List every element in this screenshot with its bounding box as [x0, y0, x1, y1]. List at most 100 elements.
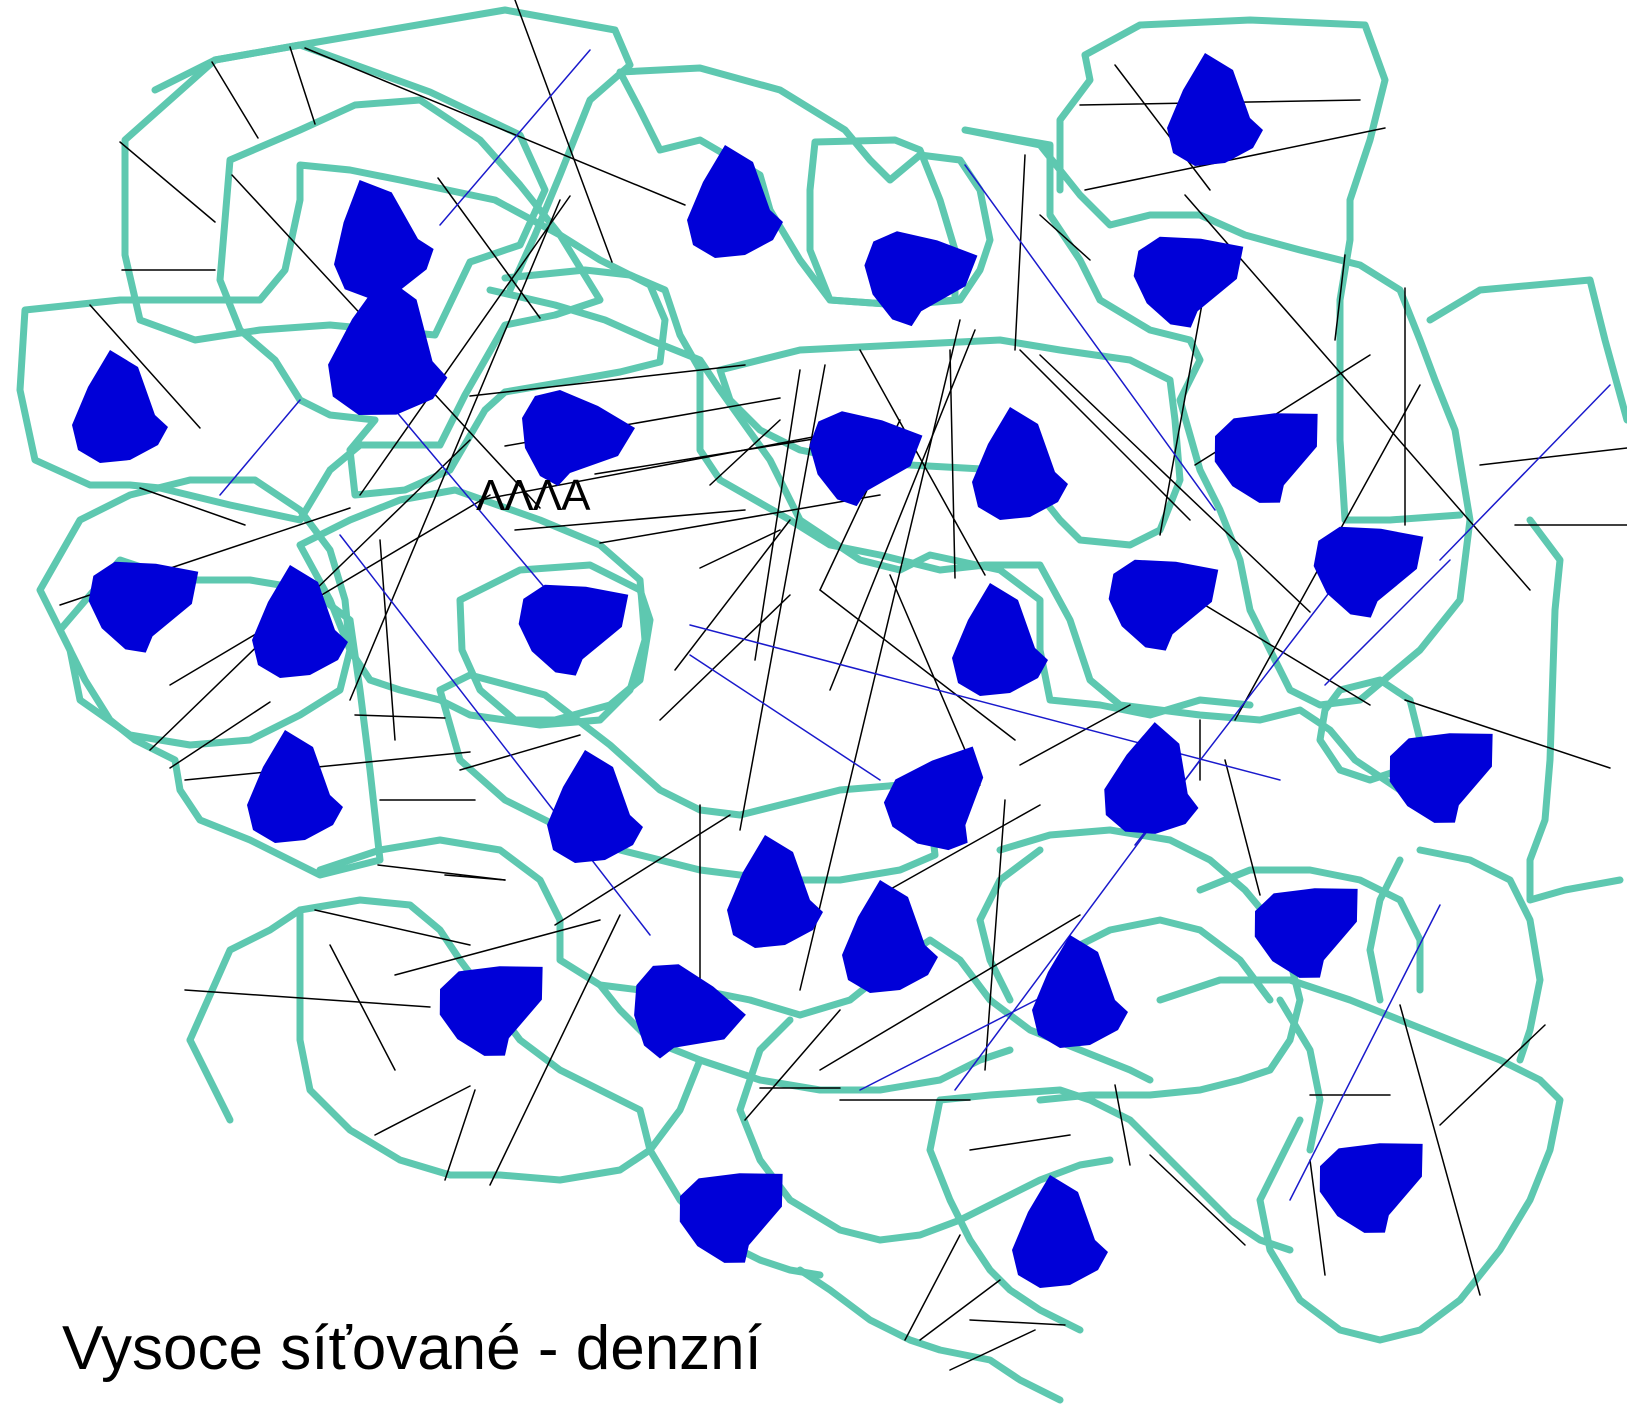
chain-segment [744, 1009, 841, 1121]
chain-segment [1179, 589, 1371, 706]
domain-outline [1276, 996, 1324, 1154]
chain-segment [437, 177, 541, 319]
chain-segment [554, 814, 731, 926]
chain-segment [819, 589, 1016, 741]
particle [1254, 888, 1358, 978]
chain-segment [184, 751, 471, 781]
chain-segment [1019, 349, 1191, 521]
chain-segment [329, 944, 396, 1071]
chain-segment [1114, 64, 1211, 191]
chain-segment [964, 164, 1216, 511]
particle [952, 583, 1048, 696]
diagram-caption: Vysoce síťované - denzní [62, 1314, 762, 1383]
domain-outline [436, 671, 939, 884]
particle [809, 411, 923, 507]
domain-outline [1416, 846, 1544, 1064]
particle [328, 275, 448, 416]
chain-segment [139, 487, 246, 526]
chain-segment [1404, 699, 1611, 769]
chain-segment [489, 914, 621, 1186]
domain-outline [151, 6, 634, 294]
domain-outline [316, 836, 1154, 1084]
chain-segment [304, 47, 686, 206]
domain-outline [806, 136, 959, 309]
particle [252, 565, 348, 678]
particle [1133, 236, 1244, 328]
chain-segment [169, 701, 271, 769]
chain-segment [699, 529, 781, 569]
chain-segment [674, 519, 791, 671]
chain-segment [1224, 759, 1261, 896]
chain-segment [1324, 559, 1451, 686]
particle [247, 730, 343, 843]
chain-segment [359, 195, 571, 496]
chain-segment [119, 141, 216, 223]
particle [1104, 722, 1199, 834]
domain-outline [1056, 51, 1094, 194]
particle [439, 966, 543, 1056]
chain-segment [469, 364, 746, 397]
particle [687, 145, 783, 258]
chain-segment [969, 1319, 1066, 1326]
chain-segment [1439, 384, 1611, 561]
chain-segment [1309, 1159, 1326, 1276]
particle [883, 746, 984, 851]
domain-outline [486, 286, 1254, 719]
particle [1313, 526, 1424, 618]
domain-outline [936, 1086, 1294, 1254]
chain-segment [879, 804, 1041, 896]
chain-segment [184, 989, 431, 1008]
chain-segment [1039, 354, 1311, 613]
chain-segment [1019, 704, 1131, 766]
black-chain-segments [59, 0, 1627, 1371]
domain-outline [216, 96, 669, 499]
particle [518, 584, 629, 676]
chain-segment [89, 304, 201, 429]
chain-segment [1439, 1024, 1546, 1126]
chain-segment [1399, 1004, 1481, 1296]
chain-segment [904, 1234, 961, 1341]
blue-chain-segments [219, 49, 1611, 1201]
domain-outline [1526, 516, 1624, 904]
particles [72, 53, 1493, 1288]
chain-segment [689, 624, 1281, 781]
chain-segment [984, 799, 1006, 1071]
chain-segment [169, 494, 491, 686]
chain-segment [919, 1279, 1001, 1341]
chain-segment [1289, 904, 1441, 1201]
chain-segment [969, 1134, 1071, 1151]
domain-outline [1316, 676, 1424, 784]
domain-outline [121, 41, 549, 344]
particle [1012, 1175, 1108, 1288]
chain-segment [439, 49, 591, 226]
chain-segment [1149, 1154, 1246, 1246]
particle [88, 561, 199, 653]
particle [972, 407, 1068, 520]
particle [547, 750, 643, 863]
domain-outline [186, 906, 304, 1044]
chain-segment [1014, 154, 1026, 351]
chain-segment [859, 349, 986, 576]
chain-segment [1184, 194, 1531, 591]
chain-segment [1039, 214, 1091, 261]
domain-outline [1366, 856, 1404, 1004]
particle [522, 390, 635, 486]
chain-segment [709, 419, 781, 486]
domain-outline [296, 896, 654, 1184]
chain-segment [1114, 1084, 1131, 1166]
particle [1319, 1143, 1423, 1233]
chain-segment [394, 409, 556, 601]
domain-outline [186, 1036, 234, 1124]
chain-segment [1479, 447, 1627, 466]
domain-outline [961, 126, 1474, 709]
particle [1389, 733, 1493, 823]
particle [334, 179, 434, 299]
chain-segment [314, 909, 471, 946]
chain-segment [219, 399, 301, 496]
particle [634, 964, 746, 1059]
domain-outline [16, 161, 604, 524]
chain-segment [689, 654, 881, 781]
domain-outline [1196, 866, 1424, 994]
chain-segment [354, 714, 446, 719]
